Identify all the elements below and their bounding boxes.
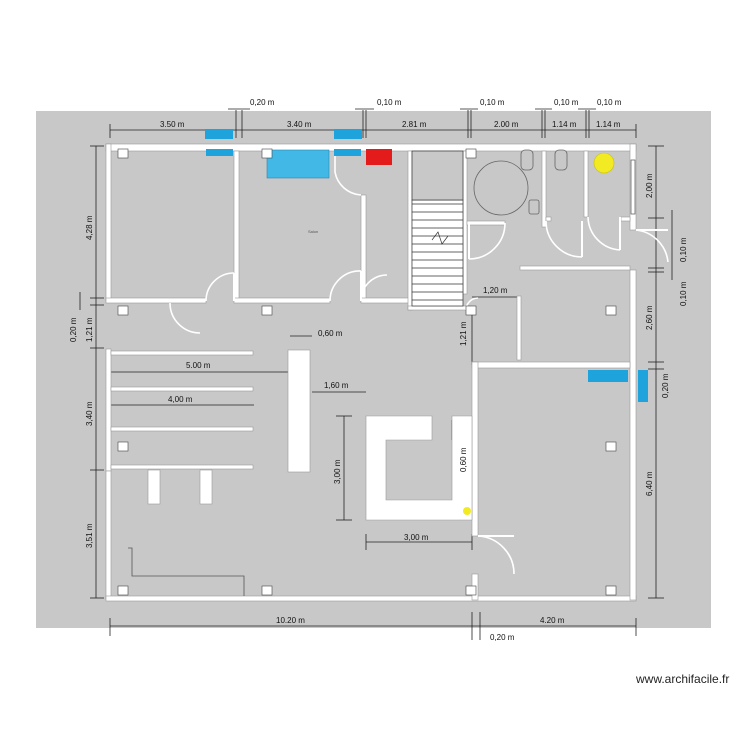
dim-right-200: 2,00 m	[645, 173, 654, 198]
red-block	[366, 149, 392, 165]
socket-symbols	[117, 148, 617, 596]
dim-right-260: 2,60 m	[645, 305, 654, 330]
dim-left-gap: 0,20 m	[69, 317, 78, 342]
dim-right-640: 6,40 m	[645, 471, 654, 496]
dim-inner-121: 1,21 m	[459, 321, 468, 346]
dim-top-6: 1.14 m	[596, 120, 621, 129]
toilet	[520, 149, 534, 171]
walls	[105, 143, 637, 602]
window-blue-2	[334, 129, 362, 139]
radiator-blue-2	[334, 149, 361, 156]
dim-inner-120: 1,20 m	[483, 286, 508, 295]
dimension-lines	[79, 108, 673, 640]
dim-inner-300v: 3,00 m	[333, 459, 342, 484]
dim-right-010b: 0,10 m	[679, 281, 688, 306]
dim-inner-060b: 0,60 m	[459, 447, 468, 472]
dim-bottom-420: 4.20 m	[540, 616, 565, 625]
bathroom-fixtures	[473, 149, 636, 216]
bed-blue	[266, 149, 330, 179]
dim-top-4: 2.00 m	[494, 120, 519, 129]
dim-left-3: 3,40 m	[85, 401, 94, 426]
dim-right-010a: 0,10 m	[679, 237, 688, 262]
dim-inner-160: 1,60 m	[324, 381, 349, 390]
toilet-2	[554, 149, 568, 171]
dim-left-2: 1,21 m	[85, 317, 94, 342]
dim-top-gap-1: 0,20 m	[250, 98, 275, 107]
dim-top-3: 2.81 m	[402, 120, 427, 129]
room-label: Salon	[308, 229, 318, 234]
counter-outline	[128, 547, 245, 596]
dim-inner-300h: 3,00 m	[404, 533, 429, 542]
dim-top-gap-2: 0,10 m	[377, 98, 402, 107]
dim-inner-060a: 0,60 m	[318, 329, 343, 338]
dim-top-gap-4: 0,10 m	[554, 98, 579, 107]
dim-top-gap-3: 0,10 m	[480, 98, 505, 107]
radiator-blue-3	[588, 370, 628, 382]
plan-background	[36, 111, 711, 628]
dim-bottom-020: 0,20 m	[490, 633, 515, 642]
dim-inner-5: 5.00 m	[186, 361, 211, 370]
shower-tray	[473, 160, 529, 216]
radiator-blue-4	[638, 370, 648, 402]
dim-left-1: 4,28 m	[85, 215, 94, 240]
yellow-light-small	[463, 507, 471, 515]
radiator-blue-1	[206, 149, 233, 156]
dim-top-1: 3.50 m	[160, 120, 185, 129]
dim-top-gap-5: 0,10 m	[597, 98, 622, 107]
staircase	[411, 199, 464, 307]
dim-inner-4: 4,00 m	[168, 395, 193, 404]
dimension-labels: 0,20 m 0,10 m 0,10 m 0,10 m 0,10 m 3.50 …	[69, 98, 688, 642]
dim-bottom-1020: 10.20 m	[276, 616, 305, 625]
dim-top-5: 1.14 m	[552, 120, 577, 129]
dim-right-020: 0,20 m	[661, 373, 670, 398]
color-elements	[205, 129, 648, 515]
dim-left-4: 3,51 m	[85, 523, 94, 548]
watermark[interactable]: www.archifacile.fr	[636, 672, 730, 686]
yellow-light-large	[593, 152, 615, 174]
door-leaves	[233, 217, 668, 537]
stair-top-landing	[411, 150, 464, 201]
window-blue-1	[205, 129, 233, 139]
dim-top-2: 3.40 m	[287, 120, 312, 129]
